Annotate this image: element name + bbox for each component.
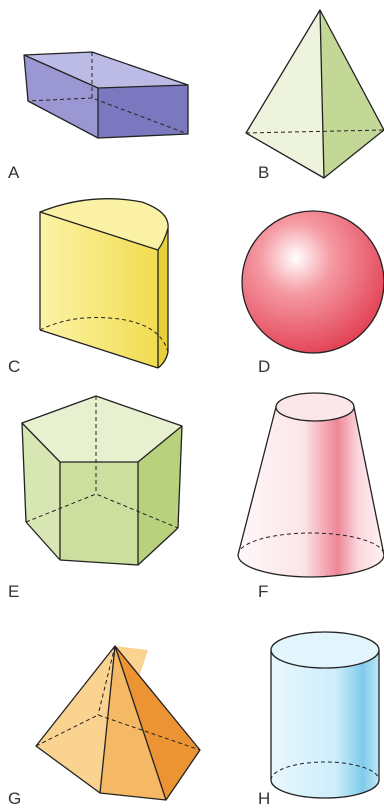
label-c: C (8, 357, 21, 376)
square-pyramid-shape (35, 645, 201, 801)
label-a: A (8, 163, 20, 182)
frustum-cone-shape (237, 392, 384, 578)
label-d: D (258, 357, 271, 376)
label-f: F (258, 582, 269, 601)
sphere-shape (241, 210, 384, 354)
label-g: G (8, 789, 22, 808)
cylinder-shape (270, 631, 380, 799)
pentagonal-prism-shape (21, 395, 183, 566)
rectangular-prism-shape (23, 51, 189, 139)
partial-cylinder-shape (39, 198, 169, 369)
label-e: E (8, 582, 20, 601)
label-b: B (258, 163, 270, 182)
label-h: H (258, 789, 271, 808)
triangular-pyramid-shape (245, 9, 384, 179)
